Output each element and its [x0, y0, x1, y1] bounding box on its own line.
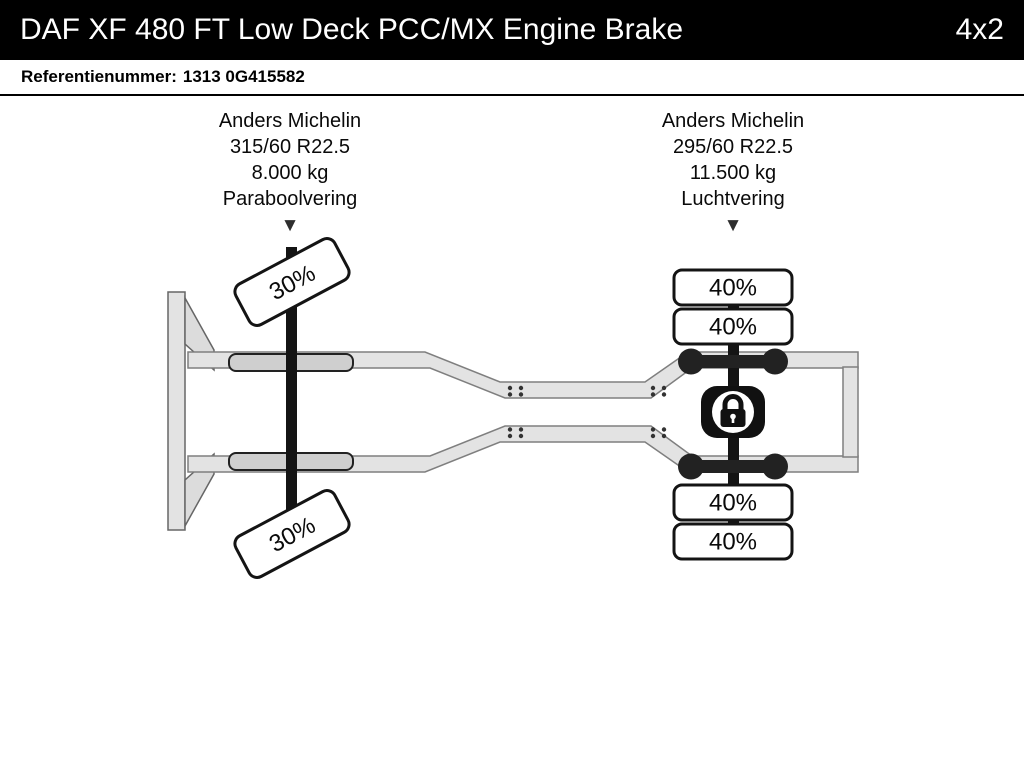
front-axle-annotation: Anders Michelin 315/60 R22.5 8.000 kg Pa…	[140, 108, 440, 237]
rear-tire-brand: Anders Michelin	[661, 110, 805, 132]
axle-configuration-label: 4x2	[955, 13, 1004, 46]
rear-tire-inner-top-load-share: 40%	[709, 314, 757, 341]
front-axle-beam	[286, 247, 297, 558]
rear-axle-annotation: Anders Michelin 295/60 R22.5 11.500 kg L…	[583, 108, 883, 237]
rear-axle-down-arrow-icon: ▼	[723, 215, 743, 236]
front-axle-down-arrow-icon: ▼	[280, 215, 300, 236]
page-title: DAF XF 480 FT Low Deck PCC/MX Engine Bra…	[20, 13, 684, 46]
rear-crossmember	[842, 366, 859, 458]
front-suspension-type: Paraboolvering	[222, 188, 358, 210]
rear-tire-inner-bottom-load-share: 40%	[709, 490, 757, 517]
front-wheel-top: 30%	[233, 237, 351, 327]
differential	[701, 386, 765, 438]
rear-tire-outer-bottom-load-share: 40%	[709, 529, 757, 556]
rear-tire-outer-top-load-share: 40%	[709, 275, 757, 302]
rear-tires: 40% 40% 40% 40%	[672, 268, 794, 561]
axle-diagram: Anders Michelin 315/60 R22.5 8.000 kg Pa…	[0, 96, 1024, 768]
front-axle: 30% 30%	[233, 237, 351, 579]
title-bar: DAF XF 480 FT Low Deck PCC/MX Engine Bra…	[0, 0, 1024, 60]
reference-bar: Referentienummer: 1313 0G415582	[0, 60, 1024, 96]
rear-tire-size: 295/60 R22.5	[672, 136, 794, 158]
front-tire-size: 315/60 R22.5	[229, 136, 351, 158]
front-bumper	[167, 291, 215, 531]
chassis-top-view: 30% 30%	[167, 237, 859, 579]
reference-label: Referentienummer:	[21, 67, 177, 86]
front-axle-load: 8.000 kg	[251, 162, 329, 184]
front-tire-brand: Anders Michelin	[218, 110, 362, 132]
front-wheel-bottom: 30%	[233, 489, 351, 579]
air-bellows	[678, 348, 788, 480]
rear-suspension-type: Luchtvering	[681, 188, 785, 210]
rear-axle-load: 11.500 kg	[689, 162, 777, 184]
rear-axle: 40% 40% 40% 40%	[672, 268, 794, 561]
reference-number: 1313 0G415582	[182, 67, 305, 86]
diff-lock-icon	[720, 394, 746, 427]
rivet-dots	[507, 385, 667, 439]
